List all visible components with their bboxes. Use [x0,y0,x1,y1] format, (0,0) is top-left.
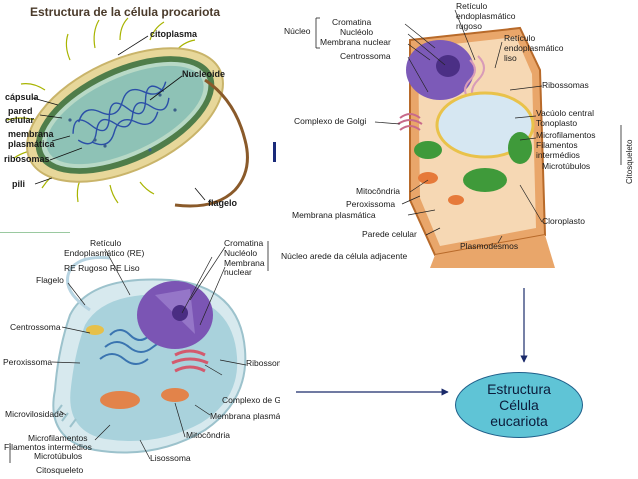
animal-label-membrana-2: nuclear [224,267,252,277]
plant-label-filamentos-2: intermédios [536,150,580,160]
label-membrana: membrana [8,129,54,139]
label-celular: celular [5,115,35,125]
plant-label-mitocondria: Mitocôndria [356,186,400,196]
animal-label-re-2: Endoplasmático (RE) [64,248,145,258]
plant-label-ribossomas: Ribossomas [542,80,589,90]
plant-label-rel-3: liso [504,53,517,63]
label-flagelo: flagelo [208,198,238,208]
animal-label-membrana-plasmatica: Membrana plasmática [210,411,280,421]
animal-label-re-1: Retículo [90,238,122,248]
animal-label-peroxissoma: Peroxissoma [3,357,53,367]
summary-line-3: eucariota [490,413,548,430]
plant-label-rer-1: Retículo [456,1,488,11]
prokaryote-illustration [0,0,275,220]
plant-label-filamentos-1: Filamentos [536,140,578,150]
summary-line-1: Estructura [487,380,551,397]
animal-label-ribossoma: Ribossoma [246,358,280,368]
prokaryote-title: Estructura de la célula procariota [30,5,221,19]
plant-label-rel-1: Retículo [504,33,536,43]
plant-label-nucleo: Núcleo [284,26,311,36]
plant-label-rer-2: endoplasmático [456,11,516,21]
plant-cell-illustration [315,9,622,268]
label-capsula: cápsula [5,92,39,102]
plant-label-citosqueleto: Citosqueleto [625,139,634,184]
plant-label-nucleolo: Nucléolo [340,27,374,37]
label-pili: pili [12,179,25,189]
plant-label-microtubulos: Microtúbulos [542,161,591,171]
animal-label-nucleolo: Nucléolo [224,248,258,258]
animal-label-citosqueleto: Citosqueleto [36,465,84,475]
plant-label-plasmodesmos: Plasmodesmos [460,241,519,251]
animal-label-microfilamentos: Microfilamentos [28,433,88,443]
animal-label-re-rugoso-liso: RE Rugoso RE Liso [64,263,140,273]
animal-label-centrossoma: Centrossoma [10,322,61,332]
animal-label-membrana-1: Membrana [224,258,265,268]
plant-label-peroxissoma: Peroxissoma [346,199,396,209]
animal-label-mitocondria: Mitocôndria [186,430,230,440]
plant-label-vacuolo: Vacúolo central [536,108,594,118]
plant-label-membrana-plasmatica: Membrana plasmática [292,210,376,220]
plant-label-cloroplasto: Cloroplasto [542,216,585,226]
animal-label-flagelo: Flagelo [36,275,64,285]
label-pared: pared [8,106,33,116]
animal-label-microvilosidade: Microvilosidade [5,409,64,419]
label-citoplasma: citoplasma [150,29,198,39]
plant-label-microfilamentos: Microfilamentos [536,130,596,140]
label-nucleoide: Nucleoide [182,69,226,79]
prokaryote-panel: Estructura de la célula procariota citop… [0,0,275,220]
animal-label-microtubulos: Microtúbulos [34,451,83,461]
eukaryote-summary-oval: Estructura Célula eucariota [455,372,583,438]
plant-label-rel-2: endoplasmático [504,43,564,53]
plant-label-tonoplasto: Tonoplasto [536,118,578,128]
plant-label-parede-adjacente: Núcleo arede da célula adjacente [281,251,408,261]
animal-cell-illustration [0,235,280,479]
label-plasmatica: plasmática [8,139,55,149]
summary-line-2: Célula [499,396,539,413]
label-ribosomas: ribosomas [4,154,50,164]
animal-label-filamentos-intermedios: Filamentos intermédios [4,442,92,452]
plant-label-complexo-golgi: Complexo de Golgi [294,116,367,126]
plant-label-parede-celular: Parede celular [362,229,417,239]
animal-label-lisossoma: Lisossoma [150,453,191,463]
plant-cell-panel: Núcleo Cromatina Nucléolo Membrana nucle… [280,0,638,268]
animal-cell-panel: Retículo Endoplasmático (RE) RE Rugoso R… [0,235,280,479]
plant-label-rer-3: rugoso [456,21,482,31]
marker-bar [273,142,276,162]
animal-label-cromatina: Cromatina [224,238,264,248]
plant-label-membrana-nuclear: Membrana nuclear [320,37,391,47]
plant-label-centrossoma: Centrossoma [340,51,391,61]
plant-label-cromatina: Cromatina [332,17,372,27]
divider-line [0,232,70,233]
animal-label-complexo-golgi: Complexo de Golgi [222,395,280,405]
